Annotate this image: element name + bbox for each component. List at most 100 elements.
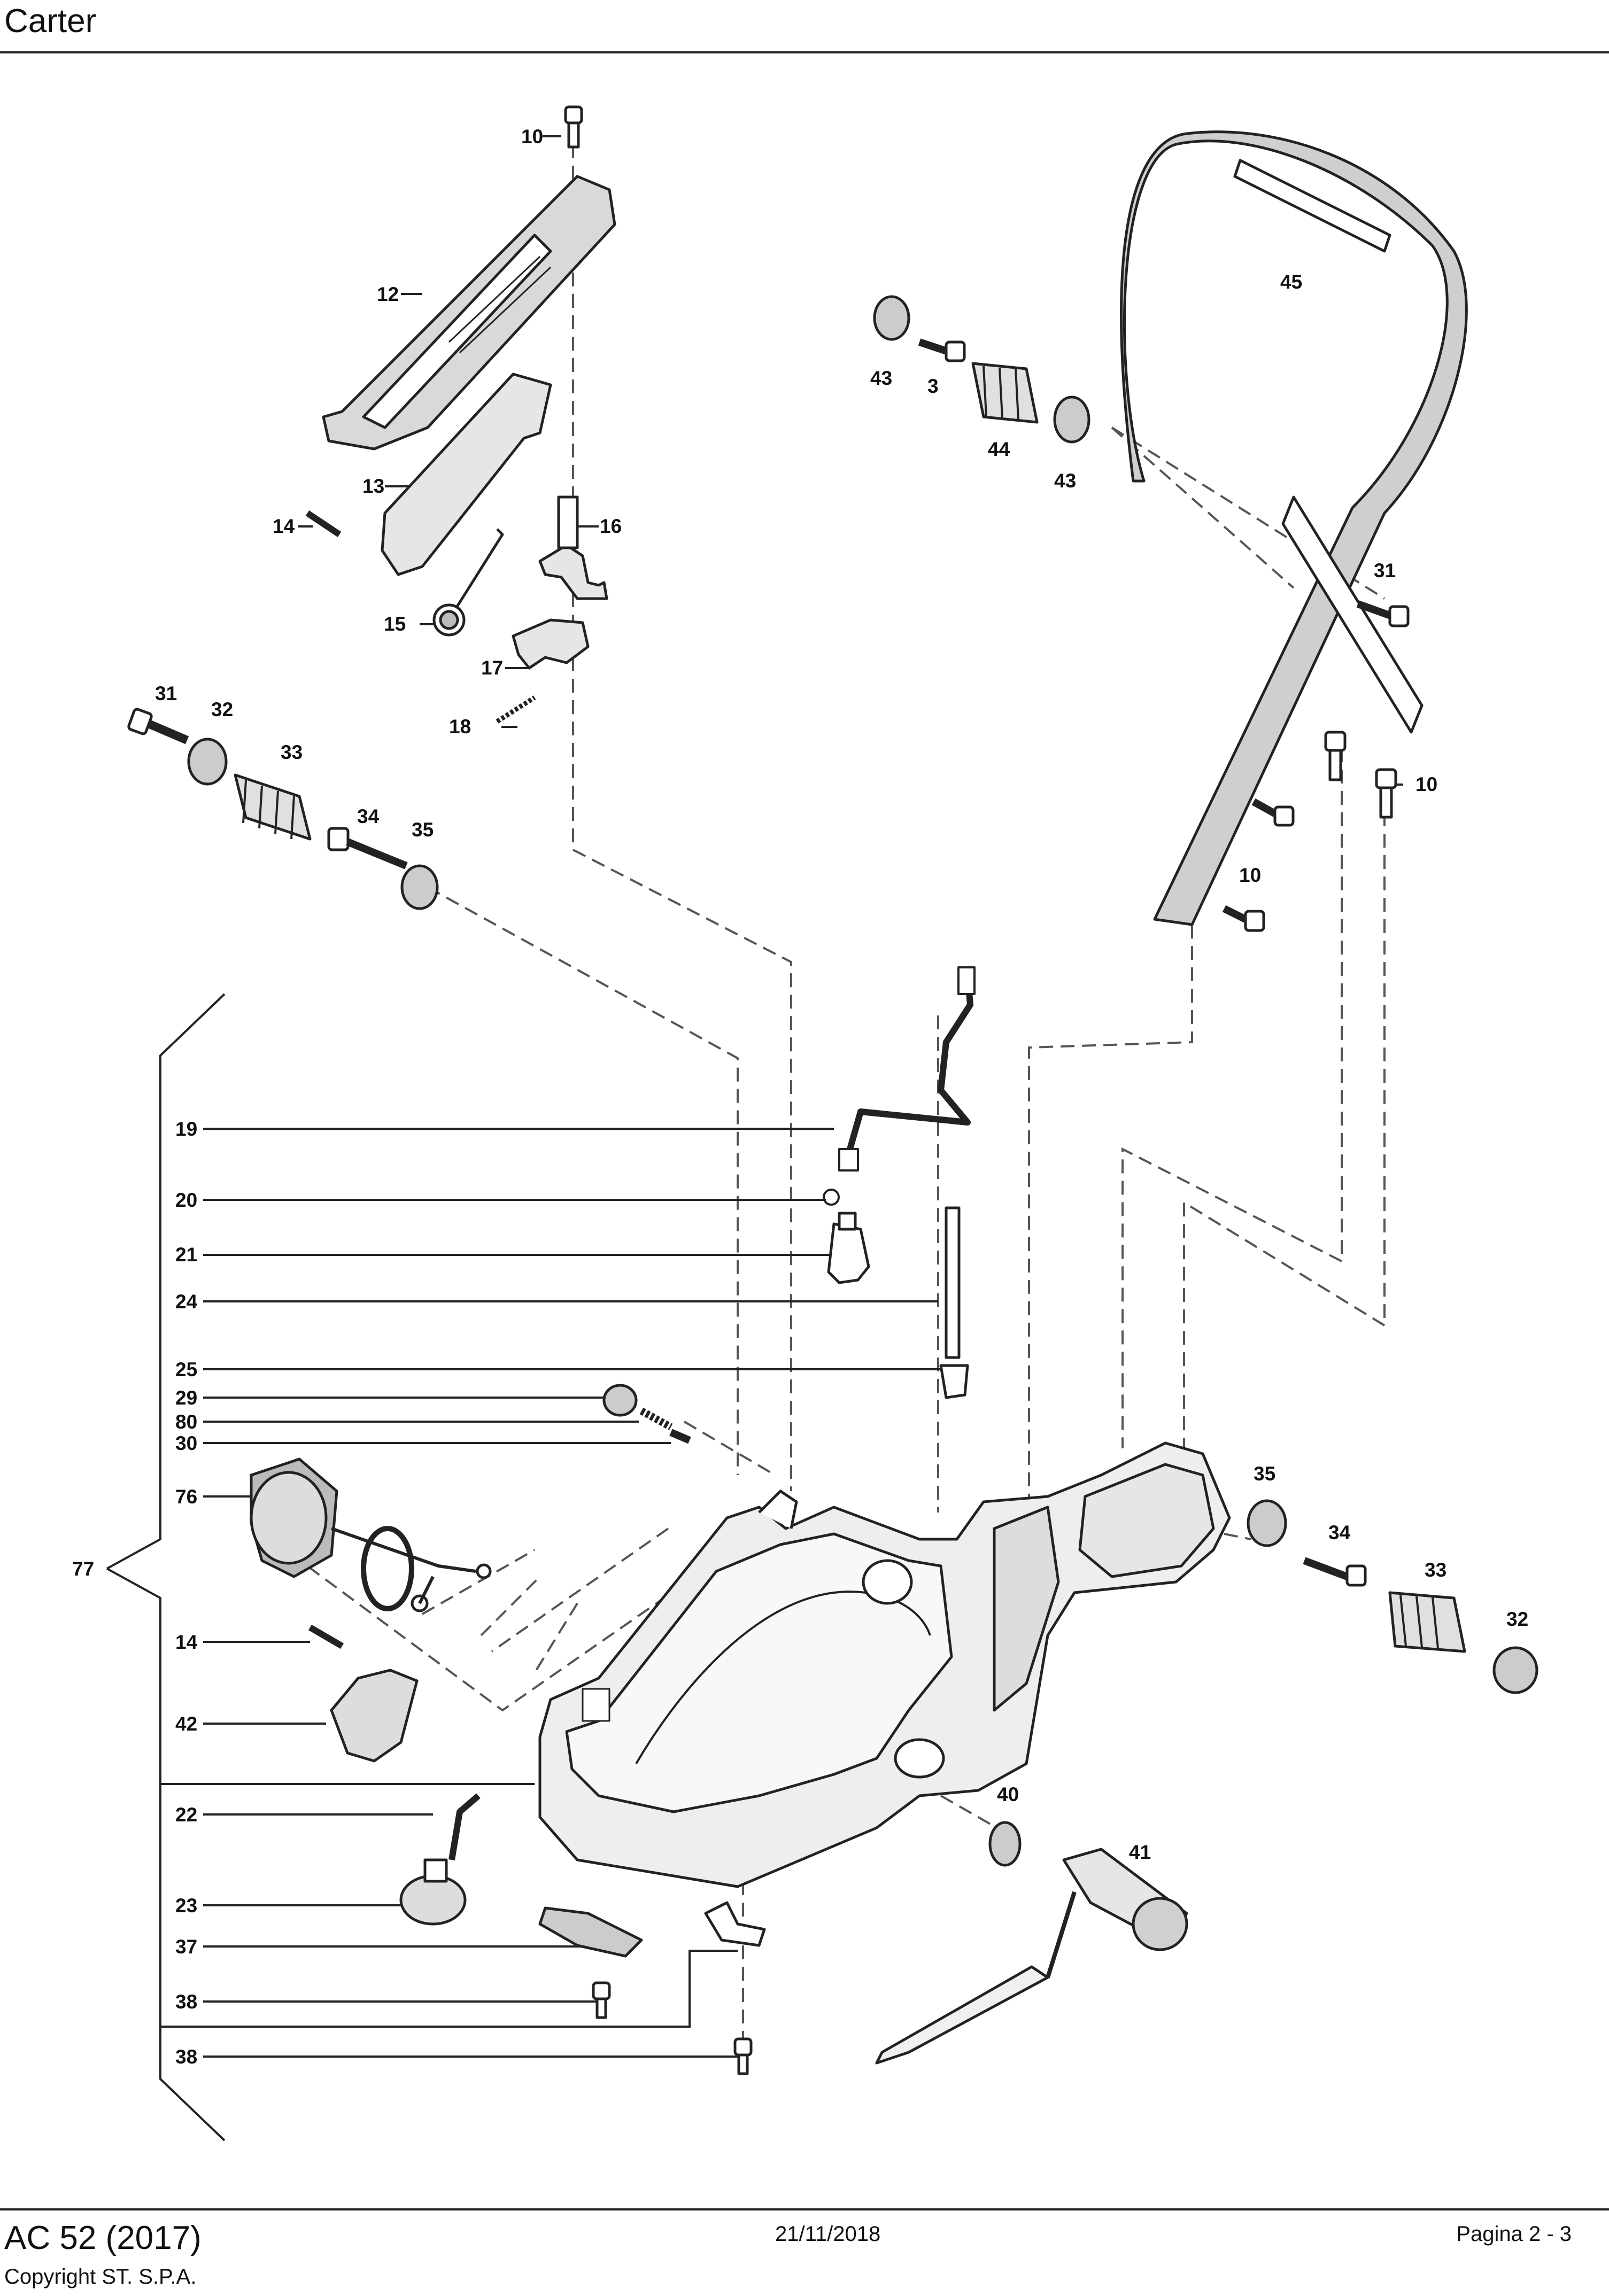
screw-34-left — [327, 827, 408, 870]
bracket-37 — [538, 1906, 643, 1958]
lever-16 — [538, 495, 608, 600]
screw-3 — [918, 338, 966, 362]
callout-77: 77 — [72, 1558, 94, 1580]
callout-34-right: 34 — [1328, 1522, 1351, 1543]
callout-43-left: 43 — [870, 367, 892, 389]
callout-38-upper: 38 — [175, 1991, 197, 2013]
fuel-cap-76 — [250, 1457, 492, 1612]
page-title: Carter — [4, 3, 97, 40]
bush-43-top-left — [873, 295, 910, 341]
callout-33-right: 33 — [1425, 1559, 1446, 1581]
pin-14-top — [305, 510, 342, 537]
callout-15: 15 — [384, 613, 406, 635]
front-handle-45 — [1120, 130, 1468, 926]
screw-10-lower — [1222, 905, 1265, 932]
bush-32-left — [187, 738, 228, 786]
screw-38-upper — [592, 1981, 611, 2019]
callout-37: 37 — [175, 1936, 197, 1958]
callout-45: 45 — [1280, 271, 1302, 293]
bush-35-left — [400, 864, 439, 910]
leader-lines — [160, 135, 1403, 2058]
callout-17: 17 — [481, 657, 503, 679]
callout-16: 16 — [600, 515, 622, 537]
bushing-29 — [602, 1384, 638, 1417]
callout-32-right: 32 — [1506, 1608, 1528, 1630]
spring-33-left — [234, 773, 312, 841]
spring-80 — [639, 1407, 673, 1431]
callout-43-right: 43 — [1054, 470, 1076, 492]
callout-76: 76 — [175, 1486, 197, 1508]
bush-35-right — [1247, 1499, 1287, 1547]
callout-19: 19 — [175, 1118, 197, 1140]
spring-44 — [971, 362, 1039, 424]
valve-25 — [939, 1364, 969, 1399]
callout-41: 41 — [1129, 1841, 1151, 1863]
throttle-lock-17 — [512, 618, 590, 670]
callout-80: 80 — [175, 1411, 197, 1433]
screw-10-right-upper — [1324, 731, 1347, 781]
callout-25: 25 — [175, 1359, 197, 1380]
callout-31-right: 31 — [1374, 560, 1396, 581]
callout-23: 23 — [175, 1895, 197, 1917]
copyright-text: Copyright ST. S.P.A. — [4, 2265, 197, 2289]
parts — [127, 105, 1538, 2075]
pin-14-lower — [308, 1624, 344, 1649]
exploded-parts-diagram: 10 12 13 14 16 15 17 18 31 32 33 34 35 4… — [72, 105, 1538, 2142]
screw-10-top — [564, 105, 583, 149]
callout-40: 40 — [997, 1783, 1019, 1805]
spring-33-right — [1388, 1591, 1466, 1653]
callout-18: 18 — [449, 716, 471, 738]
callout-10-lower: 10 — [1239, 864, 1261, 886]
spring-18 — [496, 695, 536, 724]
callout-10-right: 10 — [1415, 773, 1437, 795]
bush-32-right — [1492, 1646, 1538, 1694]
cover-42 — [330, 1669, 419, 1763]
callout-34-left: 34 — [357, 805, 380, 827]
coil-40 — [988, 1821, 1022, 1867]
callout-35-right: 35 — [1254, 1463, 1275, 1485]
callout-38-lower: 38 — [175, 2046, 197, 2068]
clip-20 — [823, 1189, 840, 1206]
screw-10-right — [1375, 768, 1397, 819]
callout-29: 29 — [175, 1387, 197, 1409]
callout-42: 42 — [175, 1713, 197, 1735]
clip-bracket — [704, 1901, 766, 1947]
screw-10-handle — [1251, 798, 1295, 827]
throttle-trigger-13 — [381, 373, 552, 576]
fuel-hose-19 — [838, 966, 976, 1172]
page-number: Pagina 2 - 3 — [1456, 2222, 1572, 2246]
callout-labels: 10 12 13 14 16 15 17 18 31 32 33 34 35 4… — [72, 126, 1528, 2068]
callout-30: 30 — [175, 1432, 197, 1454]
kit-bracket-77 — [106, 993, 226, 2142]
callout-14-top: 14 — [273, 515, 295, 537]
callout-35-left: 35 — [412, 819, 434, 841]
wrench-41 — [875, 1848, 1188, 2065]
spring-15 — [432, 528, 504, 637]
callout-44: 44 — [988, 438, 1010, 460]
screw-38-lower — [733, 2037, 753, 2075]
plunger-30 — [669, 1429, 691, 1444]
callout-12: 12 — [377, 283, 399, 305]
crankcase-housing — [538, 1441, 1231, 1888]
callout-3: 3 — [927, 375, 939, 397]
callout-20: 20 — [175, 1189, 197, 1211]
handle-cover-12 — [322, 175, 616, 451]
screw-31-right — [1356, 600, 1410, 627]
callout-32-left: 32 — [211, 699, 233, 720]
screw-31-left — [127, 708, 189, 744]
fuel-filter-21 — [827, 1212, 870, 1284]
callout-13: 13 — [362, 475, 384, 497]
bush-43-top-right — [1053, 395, 1090, 444]
print-date: 21/11/2018 — [775, 2222, 881, 2246]
callout-10-top: 10 — [521, 126, 543, 148]
screw-34-right — [1303, 1557, 1367, 1587]
callout-22: 22 — [175, 1804, 197, 1826]
header-divider — [0, 51, 1609, 53]
callout-31-left: 31 — [155, 682, 177, 704]
model-name: AC 52 (2017) — [4, 2220, 202, 2256]
callout-24: 24 — [175, 1291, 198, 1313]
footer-divider — [0, 2208, 1609, 2210]
primer-hose-22 — [448, 1793, 481, 1860]
primer-bulb-23 — [399, 1858, 467, 1926]
callout-33-left: 33 — [281, 741, 303, 763]
